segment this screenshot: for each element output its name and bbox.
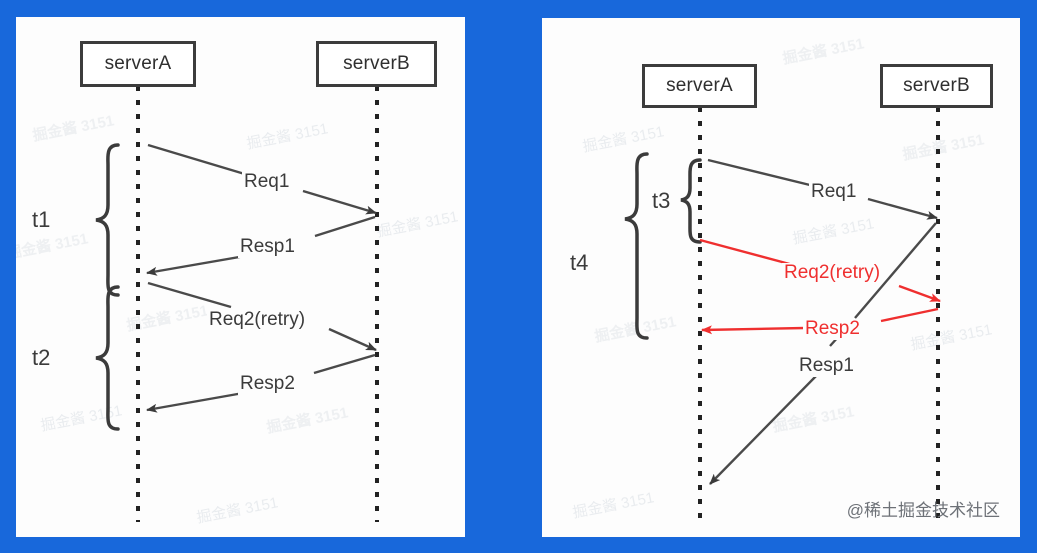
participant-box-serverB[interactable]: serverB xyxy=(316,41,437,87)
message-line-req2-b xyxy=(898,284,941,303)
message-line-resp2-b xyxy=(701,325,806,335)
participant-label: serverB xyxy=(343,53,410,74)
message-label-resp1: Resp1 xyxy=(797,355,856,377)
brace-t2 xyxy=(95,285,120,431)
message-label-resp2: Resp2 xyxy=(238,373,297,395)
message-line-resp1-b xyxy=(146,253,252,276)
right-sequence-panel: 掘金酱 3151 掘金酱 3151 掘金酱 3151 掘金酱 3151 掘金酱 … xyxy=(542,18,1020,537)
message-line-resp1-a xyxy=(314,215,376,238)
message-line-req2-a xyxy=(699,238,798,268)
participant-label: serverA xyxy=(666,75,733,96)
message-line-req1-b xyxy=(302,189,377,215)
participant-box-serverA[interactable]: serverA xyxy=(80,41,196,87)
message-line-resp1-a xyxy=(854,222,937,319)
message-label-req1: Req1 xyxy=(809,181,859,203)
brace-t1 xyxy=(95,143,120,297)
message-label-req2: Req2(retry) xyxy=(782,262,883,284)
bracket-label-t3: t3 xyxy=(652,188,671,213)
right-panel-graphics xyxy=(624,107,941,520)
source-credit: @稀土掘金技术社区 xyxy=(846,501,1000,520)
message-line-req1-a xyxy=(147,143,249,177)
message-label-resp2: Resp2 xyxy=(803,318,862,340)
message-line-resp2-a xyxy=(313,353,376,375)
brace-t3 xyxy=(680,158,702,244)
left-sequence-panel: 掘金酱 3151 掘金酱 3151 掘金酱 3151 掘金酱 3151 掘金酱 … xyxy=(16,17,465,537)
brace-t4 xyxy=(624,152,649,340)
left-panel-graphics xyxy=(95,86,379,522)
participant-label: serverB xyxy=(903,75,970,96)
bracket-label-t1: t1 xyxy=(32,207,51,232)
bracket-label-t4: t4 xyxy=(570,250,589,275)
message-label-req2: Req2(retry) xyxy=(207,309,308,331)
message-label-resp1: Resp1 xyxy=(238,236,297,258)
message-line-resp2-a xyxy=(880,307,939,323)
participant-box-serverB[interactable]: serverB xyxy=(880,64,993,108)
message-line-req2-b xyxy=(328,327,377,352)
participant-box-serverA[interactable]: serverA xyxy=(642,64,757,108)
message-line-req2-a xyxy=(147,281,232,309)
message-label-req1: Req1 xyxy=(242,171,292,193)
message-line-req1-b xyxy=(867,197,938,220)
bracket-label-t2: t2 xyxy=(32,345,51,370)
message-line-resp1-c xyxy=(709,372,820,485)
message-line-resp2-b xyxy=(146,390,250,413)
message-line-req1-a xyxy=(707,158,815,188)
participant-label: serverA xyxy=(104,53,172,74)
